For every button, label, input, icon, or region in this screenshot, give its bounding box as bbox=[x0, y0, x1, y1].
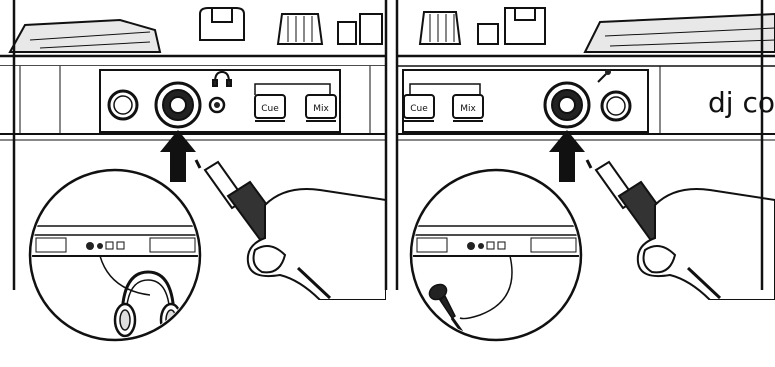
mix-label-right: Mix bbox=[460, 104, 476, 114]
quarter-inch-jack bbox=[156, 83, 200, 127]
insert-arrow-right bbox=[549, 130, 585, 182]
brand-logo: dj co bbox=[708, 86, 775, 119]
panel-headphones: Cue Mix bbox=[0, 0, 386, 340]
cue-label-right: Cue bbox=[410, 104, 428, 114]
mix-label-left: Mix bbox=[313, 104, 329, 114]
insert-arrow bbox=[160, 130, 196, 182]
plug-and-hand bbox=[196, 160, 386, 300]
inset-microphone bbox=[411, 170, 581, 340]
cue-label-left: Cue bbox=[261, 104, 279, 114]
plug-and-hand-right bbox=[587, 160, 775, 300]
panel-microphone: dj co Cue Mix bbox=[397, 0, 775, 340]
mic-quarter-inch-jack bbox=[545, 83, 589, 127]
inset-headphones bbox=[30, 170, 200, 340]
